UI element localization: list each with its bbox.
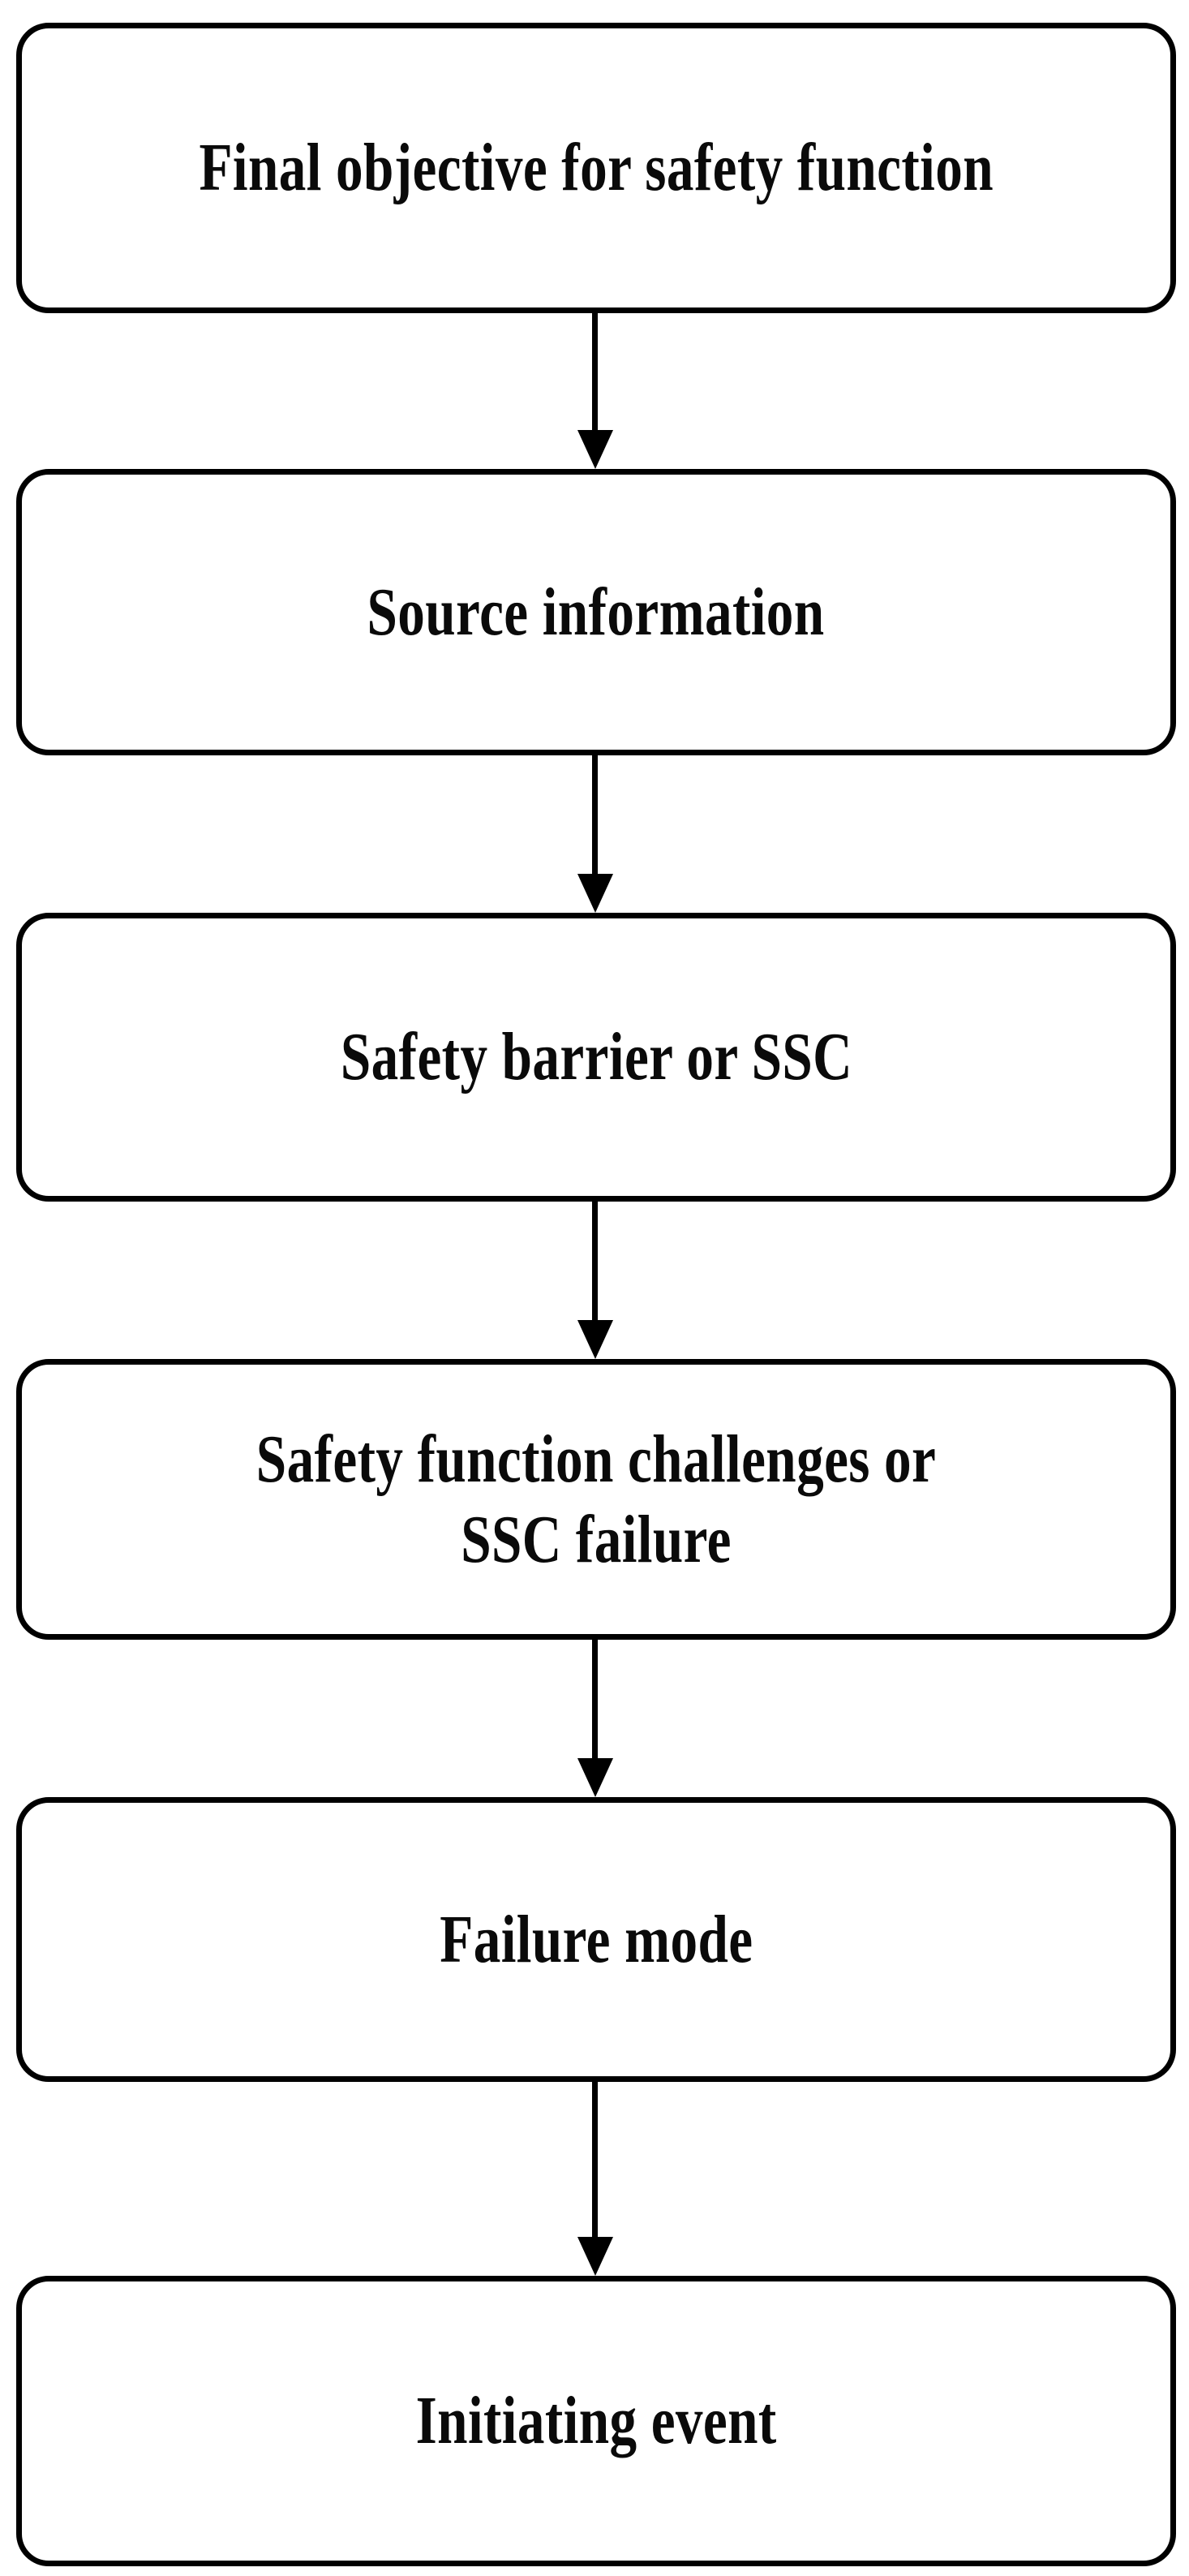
- arrow-stem: [592, 2082, 598, 2238]
- arrow-head-down-icon: [577, 1758, 613, 1797]
- arrow-stem: [592, 1640, 598, 1760]
- flow-node-source-information[interactable]: Source information: [16, 469, 1176, 755]
- flow-node-label: Final objective for safety function: [199, 130, 994, 206]
- flow-node-label: Initiating event: [415, 2383, 777, 2459]
- flow-arrow-final-objective-to-source-information: [0, 313, 1189, 469]
- arrow-stem: [592, 1202, 598, 1322]
- arrow-head-down-icon: [577, 1320, 613, 1359]
- flow-node-label: Safety function challenges or SSC failur…: [255, 1421, 937, 1577]
- flow-arrow-safety-barrier-to-safety-challenges: [0, 1202, 1189, 1359]
- arrow-stem: [592, 313, 598, 432]
- flow-arrow-failure-mode-to-initiating-event: [0, 2082, 1189, 2276]
- flow-arrow-safety-challenges-to-failure-mode: [0, 1640, 1189, 1797]
- arrow-head-down-icon: [577, 430, 613, 469]
- flow-node-safety-barrier[interactable]: Safety barrier or SSC: [16, 913, 1176, 1202]
- flow-node-label: Source information: [367, 574, 826, 650]
- flow-node-failure-mode[interactable]: Failure mode: [16, 1797, 1176, 2082]
- arrow-head-down-icon: [577, 874, 613, 913]
- flow-node-final-objective[interactable]: Final objective for safety function: [16, 23, 1176, 313]
- arrow-head-down-icon: [577, 2237, 613, 2276]
- flow-arrow-source-information-to-safety-barrier: [0, 755, 1189, 913]
- flow-node-initiating-event[interactable]: Initiating event: [16, 2276, 1176, 2566]
- flow-node-label: Safety barrier or SSC: [340, 1019, 852, 1095]
- flow-node-safety-challenges[interactable]: Safety function challenges or SSC failur…: [16, 1359, 1176, 1640]
- flow-node-label: Failure mode: [439, 1901, 753, 1977]
- arrow-stem: [592, 755, 598, 875]
